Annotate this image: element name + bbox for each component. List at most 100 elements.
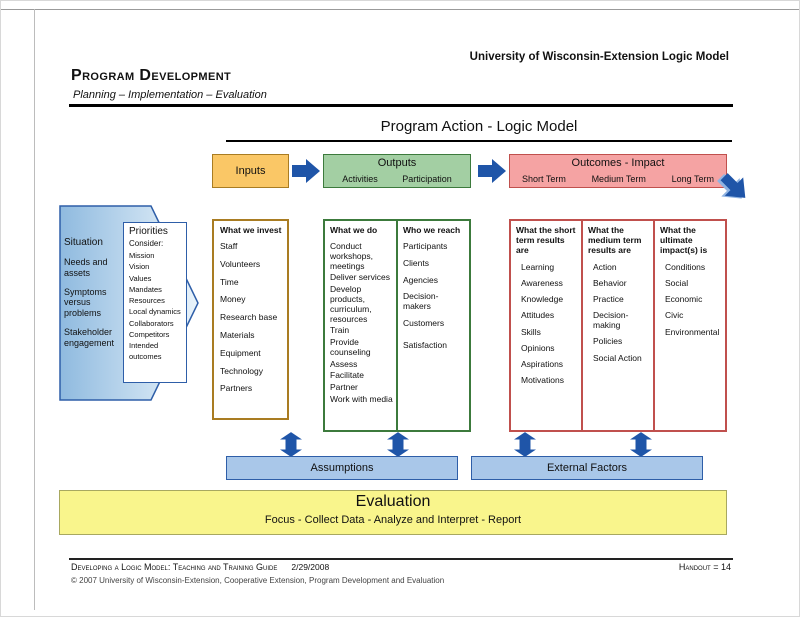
page-edge-top [1,9,799,10]
inputs-header-box: Inputs [212,154,289,188]
list-item: Skills [521,326,541,337]
list-item: Volunteers [220,258,261,269]
column-header: What we invest [220,225,282,235]
double-arrow-icon [387,432,409,457]
situation-text-block: Situation Needs and assets Symptoms vers… [64,237,122,349]
list-item: Behavior [593,277,627,288]
planning-subtitle: Planning – Implementation – Evaluation [73,89,267,101]
priorities-box: Priorities Consider: Mission Vision Valu… [123,222,187,383]
flow-arrow-icon [292,159,320,183]
column-header: Who we reach [403,225,461,235]
list-item: Practice [593,294,624,305]
list-item: Decision-makers [403,291,439,312]
evaluation-box: Evaluation Focus - Collect Data - Analyz… [59,490,727,535]
footer-date: 2/29/2008 [291,562,330,572]
priorities-consider-label: Consider: [129,239,164,248]
list-item: Clients [403,257,429,268]
priorities-item: Mandates [129,284,162,294]
list-item: Conditions [665,261,706,272]
situation-item: Stakeholder engagement [64,326,115,348]
column-short-term-results: What the short term results are Learning… [511,221,583,430]
list-item: Staff [220,241,238,252]
column-who-we-reach: Who we reach Participants Clients Agenci… [398,221,469,430]
column-what-we-invest: What we invest Staff Volunteers Time Mon… [212,219,289,420]
list-item: Awareness [521,277,563,288]
outcomes-header-box: Outcomes - Impact Short Term Medium Term… [509,154,727,188]
list-item: Work with media [330,393,393,404]
list-item: Aspirations [521,359,564,370]
list-item: Technology [220,365,264,376]
list-item: Learning [521,261,555,272]
list-item: Motivations [521,375,564,386]
list-item: Economic [665,294,703,305]
list-item: Participants [403,241,448,252]
list-item: Social Action [593,352,642,363]
priorities-item: Mission [129,251,155,260]
corner-arrow-icon [717,173,746,199]
list-item: Attitudes [521,310,555,321]
priorities-item: Collaborators [129,318,174,328]
uw-extension-header: University of Wisconsin-Extension Logic … [469,51,729,63]
list-item: Action [593,261,617,272]
list-item: Customers [403,318,445,329]
list-item: Civic [665,310,684,321]
assumptions-box: Assumptions [226,456,458,480]
list-item: Research base [220,312,278,323]
outcomes-label: Outcomes - Impact [571,157,665,169]
double-arrow-icon [630,432,652,457]
footer-handout-number: Handout = 14 [678,562,731,572]
outputs-columns-group: What we do Conduct workshops, meetings D… [323,219,471,432]
diagram-title-rule [226,140,732,142]
external-factors-box: External Factors [471,456,703,480]
outputs-label: Outputs [377,157,417,169]
outcomes-columns-group: What the short term results are Learning… [509,219,727,432]
list-item: Time [220,276,239,287]
diagram-title: Program Action - Logic Model [380,118,578,135]
evaluation-title: Evaluation [355,493,431,510]
external-factors-label: External Factors [546,462,628,474]
priorities-item: Vision [129,262,150,272]
priorities-item: Resources [129,296,165,305]
footer-title: Developing a Logic Model: Teaching and T… [71,562,278,572]
program-development-title: Program Development [71,67,232,84]
double-arrow-icon [280,432,302,457]
list-item: Assess [330,358,358,369]
list-item: Partners [220,383,253,394]
page-edge-left [34,9,35,610]
footer-rule [69,558,733,560]
double-arrow-icon [514,432,536,457]
medium-term-label: Medium Term [591,174,646,184]
copyright-text: © 2007 University of Wisconsin-Extension… [71,576,445,585]
satisfaction-item: Satisfaction [403,339,447,350]
situation-item: Needs and assets [64,257,108,278]
priorities-item: Local dynamics [129,307,181,317]
list-item: Facilitate [330,370,365,381]
list-item: Agencies [403,274,438,285]
list-item: Equipment [220,347,261,358]
list-item: Money [220,294,246,305]
priorities-item: Competitors [129,329,170,339]
list-item: Deliver services [330,272,390,283]
list-item: Decision-making [593,310,629,331]
short-term-label: Short Term [522,174,566,184]
column-header: What the ultimate impact(s) is [660,225,708,256]
situation-title: Situation [64,237,103,248]
inputs-label: Inputs [235,165,266,177]
priorities-item: Values [129,273,152,283]
list-item: Knowledge [521,294,564,305]
column-what-we-do: What we do Conduct workshops, meetings D… [325,221,398,430]
flow-arrow-icon [478,159,506,183]
list-item: Train [330,325,350,336]
evaluation-subtitle: Focus - Collect Data - Analyze and Inter… [264,514,522,526]
list-item: Provide counseling [330,337,371,357]
column-ultimate-impact: What the ultimate impact(s) is Condition… [655,221,725,430]
situation-item: Symptoms versus problems [64,286,107,319]
activities-label: Activities [342,174,378,184]
long-term-label: Long Term [671,174,714,184]
column-header: What we do [330,225,378,235]
list-item: Social [665,277,689,288]
column-medium-term-results: What the medium term results are Action … [583,221,655,430]
participation-label: Participation [402,174,452,184]
list-item: Materials [220,330,255,341]
